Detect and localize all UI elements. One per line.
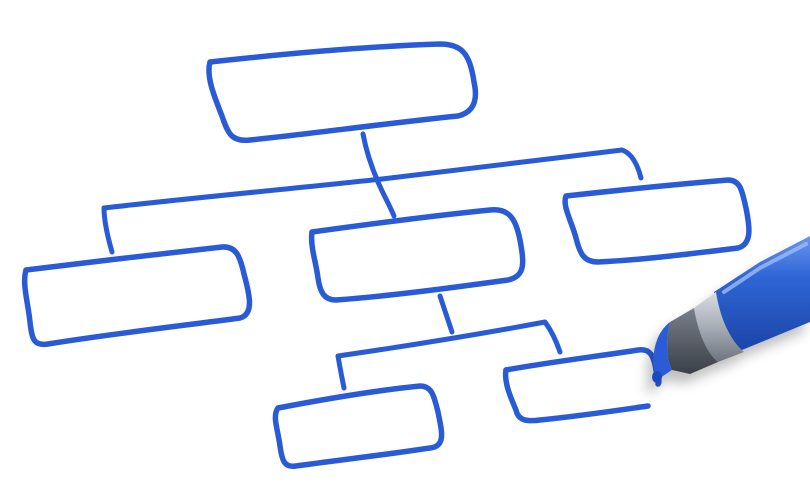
edge-root-middle — [375, 179, 397, 219]
edge-root-trunk — [360, 131, 381, 185]
edge-level2-bar — [335, 319, 563, 359]
edge-middle-bottom-left — [335, 353, 347, 391]
edge-level1-bar — [101, 147, 644, 211]
node-bottom-right-box — [503, 346, 662, 387]
node-root-box — [206, 41, 479, 144]
marker-grip — [694, 292, 744, 362]
marker-nib-point — [652, 371, 662, 383]
marker-cone — [667, 308, 718, 374]
node-bottom-right-box-lower — [502, 367, 651, 424]
edge-root-left — [101, 205, 115, 255]
marker-barrel — [714, 236, 810, 350]
node-left-box — [21, 244, 253, 348]
edge-middle-trunk — [437, 293, 455, 335]
marker-pen-icon — [652, 236, 810, 383]
node-right-box — [562, 177, 752, 265]
marker-barrel-highlight — [722, 242, 808, 294]
node-middle-box — [308, 207, 526, 303]
node-bottom-left-box — [272, 383, 445, 470]
marker-nib — [653, 322, 672, 378]
